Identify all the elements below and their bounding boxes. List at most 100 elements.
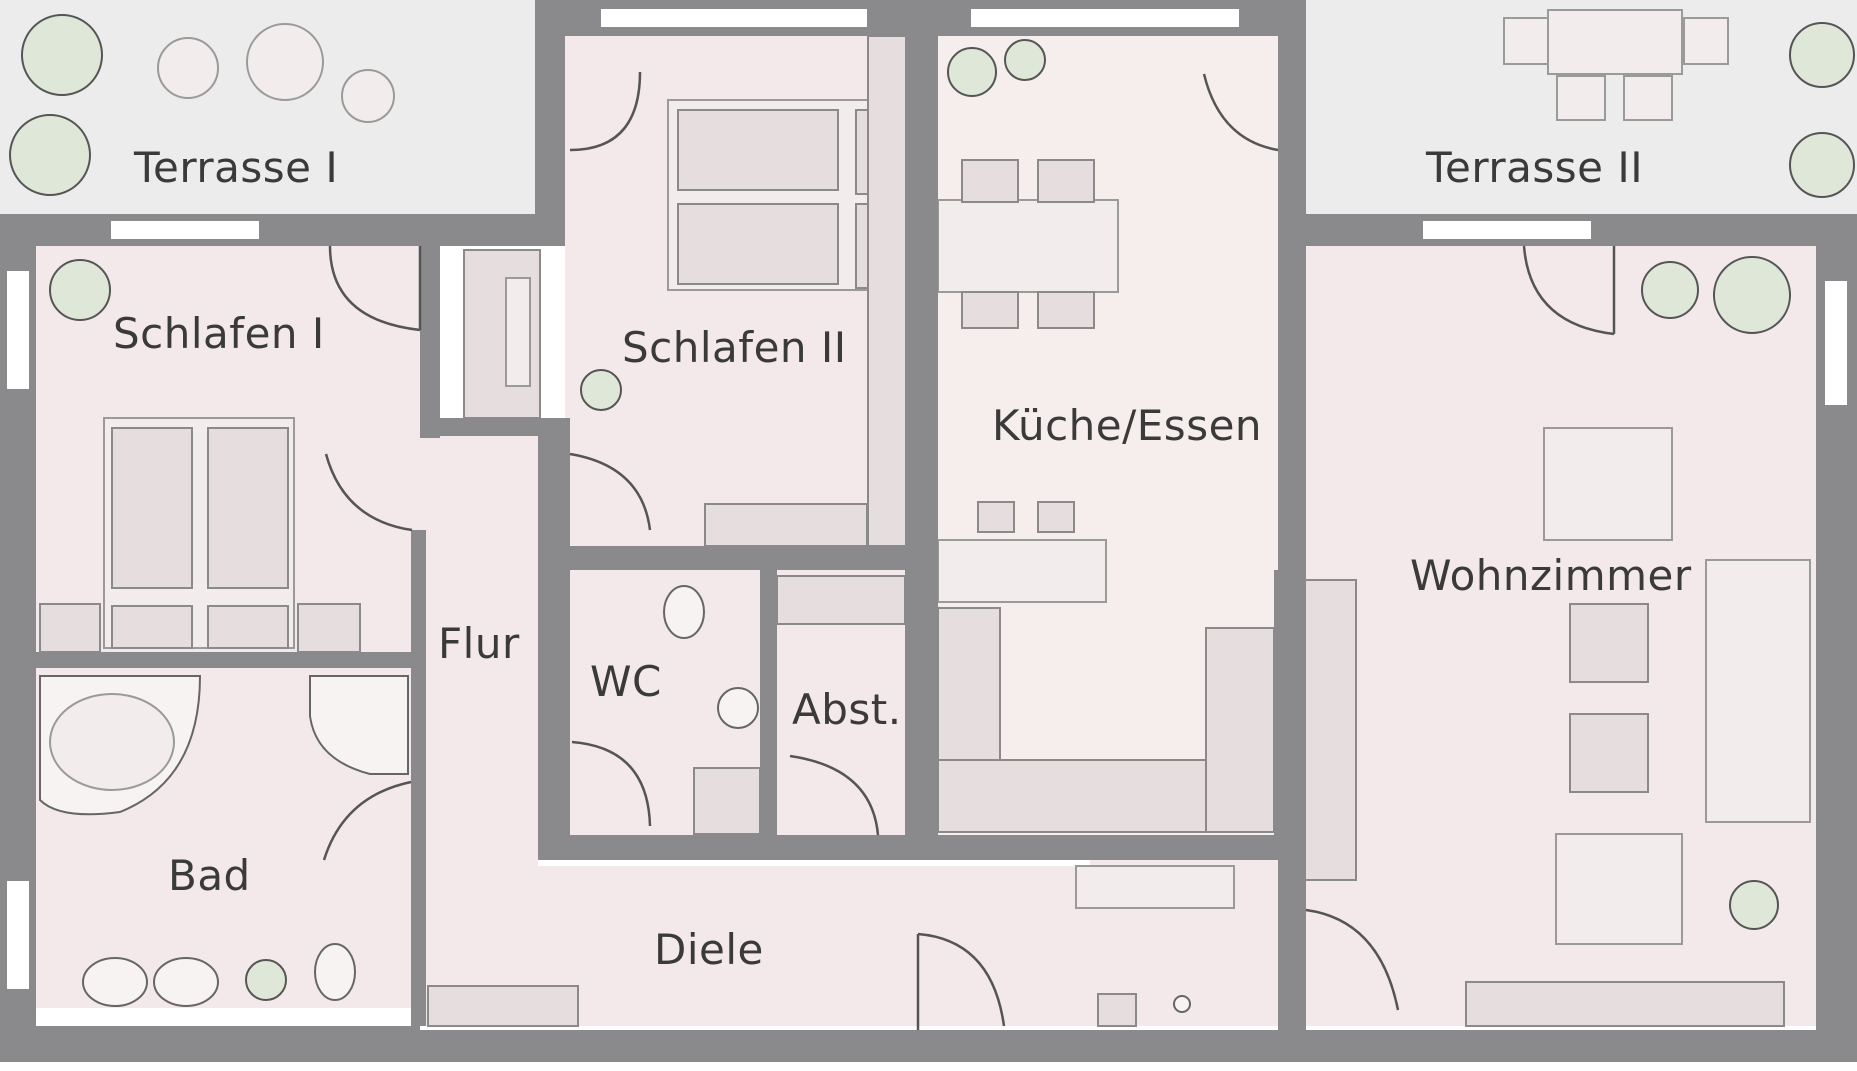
stool-icon [1037, 501, 1075, 533]
nightstand [39, 603, 101, 653]
outer-wall [535, 0, 565, 246]
terrace-1-furniture [9, 14, 395, 196]
interior-wall [760, 570, 777, 860]
door-swing [322, 780, 412, 861]
interior-wall [1274, 570, 1300, 846]
pillow [207, 427, 289, 589]
bench [1097, 993, 1137, 1027]
plant-icon [21, 14, 103, 96]
plant-icon [1004, 39, 1046, 81]
label-bedroom-1: Schlafen I [113, 309, 325, 358]
kitchen-counter [1205, 627, 1275, 833]
side-table [1569, 603, 1649, 683]
sink-icon [717, 687, 759, 729]
bath-fixtures [39, 675, 409, 1007]
chair-icon [961, 159, 1019, 203]
shelf [776, 575, 906, 625]
bedroom-1-furniture [39, 249, 541, 653]
interior-wall [538, 436, 570, 856]
kitchen-furniture [937, 39, 1357, 881]
sink-icon [153, 957, 219, 1007]
outer-wall [420, 1030, 1857, 1062]
door-swing [1202, 73, 1279, 152]
door-swing [789, 754, 880, 836]
outer-wall [1278, 0, 1306, 246]
door-swing [569, 71, 642, 152]
chair-icon [1037, 159, 1095, 203]
outer-wall [0, 1026, 420, 1062]
plant-icon [1641, 261, 1699, 319]
plant-icon [1713, 256, 1791, 334]
table-icon [1547, 9, 1683, 75]
label-entry: Diele [654, 925, 764, 974]
window [599, 7, 869, 29]
chair-icon [1503, 17, 1549, 65]
sink-icon [82, 957, 148, 1007]
plant-icon [1789, 132, 1855, 198]
interior-wall [905, 36, 938, 836]
chair-icon [961, 291, 1019, 329]
outer-wall [0, 214, 565, 246]
interior-wall [538, 835, 1278, 860]
door-swing [571, 740, 652, 827]
label-wc: WC [590, 657, 662, 706]
toilet-icon [314, 943, 356, 1001]
stool-icon [977, 501, 1015, 533]
plant-icon [245, 959, 287, 1001]
kitchen-counter [937, 759, 1239, 833]
terrace-2-furniture [1503, 9, 1855, 198]
plant-icon [580, 369, 622, 411]
door-swing [917, 932, 1006, 1027]
storage-fixtures [776, 575, 906, 625]
interior-wall [426, 418, 570, 436]
shower-icon [309, 675, 409, 775]
shoe-cabinet [427, 985, 579, 1027]
toilet-icon [663, 585, 705, 639]
chair-icon [1037, 291, 1095, 329]
console [1075, 865, 1235, 909]
chair-icon [341, 69, 395, 123]
label-terrace-1: Terrasse I [133, 143, 338, 192]
chair-icon [1623, 75, 1673, 121]
pillow [677, 203, 839, 285]
armchair [1555, 833, 1683, 945]
door-swing [569, 452, 652, 531]
window [5, 269, 31, 391]
nightstand [297, 603, 361, 653]
lamp-icon [1173, 995, 1191, 1013]
table-icon [246, 23, 324, 101]
label-bedroom-2: Schlafen II [622, 323, 847, 372]
sofa [1705, 559, 1811, 823]
label-terrace-2: Terrasse II [1425, 143, 1643, 192]
bathtub-basin [49, 693, 175, 791]
interior-wall [411, 530, 426, 1026]
wardrobe-inner [505, 277, 531, 387]
label-living: Wohnzimmer [1410, 551, 1692, 600]
bed-foot [111, 605, 193, 649]
bed-foot [207, 605, 289, 649]
dining-table [937, 199, 1119, 293]
door-swing [328, 245, 421, 332]
room-labels: Terrasse I Terrasse II Schlafen I Schlaf… [113, 143, 1692, 974]
bedroom-2-furniture [580, 35, 909, 547]
interior-wall [538, 546, 938, 570]
fridge [1299, 579, 1357, 881]
hall-floor [426, 436, 538, 866]
shelf [693, 767, 761, 835]
label-hall: Flur [438, 619, 520, 668]
interior-wall [36, 652, 426, 668]
label-storage: Abst. [792, 685, 902, 734]
pillow [677, 109, 839, 191]
plant-icon [1729, 880, 1779, 930]
chair-icon [1556, 75, 1606, 121]
plant-icon [9, 114, 91, 196]
kitchen-island [937, 539, 1107, 603]
plant-icon [947, 47, 997, 97]
windows [5, 7, 1849, 991]
sideboard [1465, 981, 1785, 1027]
side-table [1569, 713, 1649, 793]
interior-wall [420, 246, 440, 438]
